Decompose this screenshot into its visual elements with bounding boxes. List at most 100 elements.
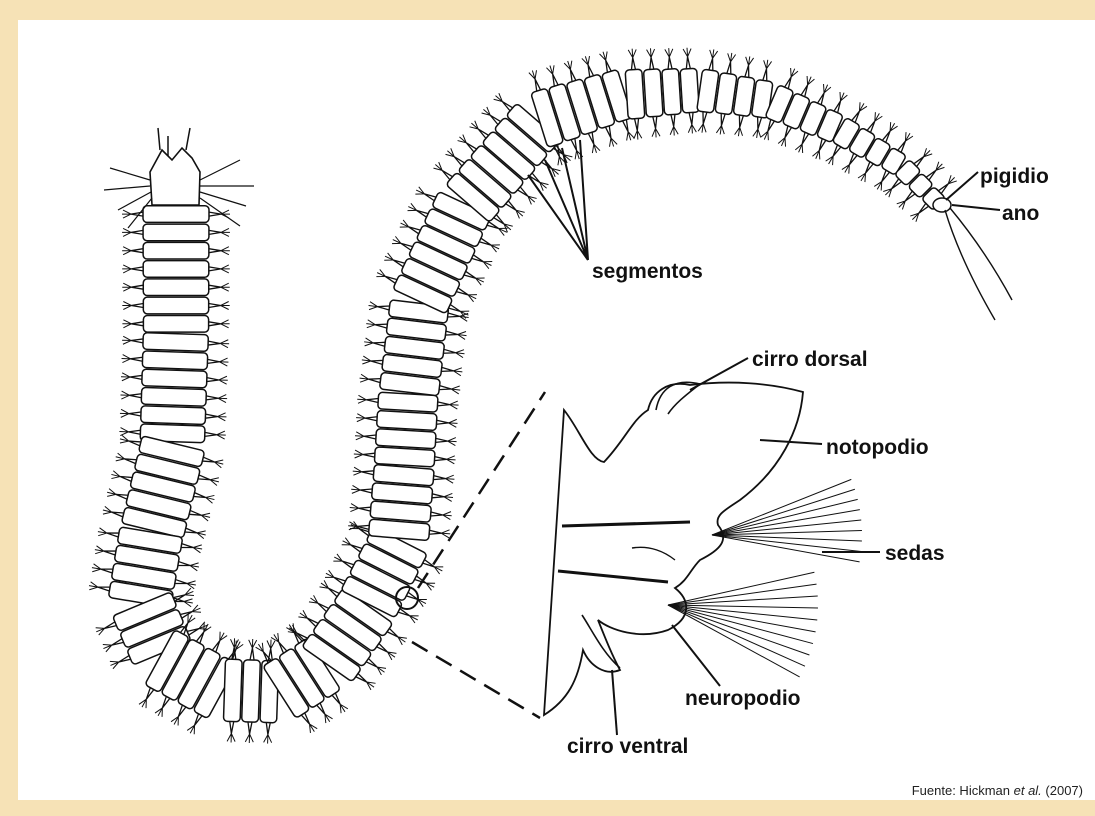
setae-tuft	[119, 428, 128, 436]
parapodium	[129, 412, 141, 416]
parapodium	[649, 57, 654, 69]
setae-tuft	[466, 291, 478, 302]
setae-tuft	[761, 130, 772, 141]
setae-tuft	[351, 485, 361, 494]
setae-tuft	[319, 580, 331, 592]
setae-tuft	[804, 75, 815, 86]
setae-tuft	[408, 612, 420, 623]
setae-tuft	[716, 125, 725, 135]
label-ano: ano	[1002, 202, 1039, 225]
setae-tuft	[322, 712, 334, 724]
parapodium	[206, 396, 218, 400]
parapodium	[443, 349, 455, 354]
parapodium	[131, 212, 143, 216]
parapodium	[363, 452, 375, 457]
setae-tuft	[115, 453, 126, 463]
setae-tuft	[196, 529, 207, 539]
worm-segment	[121, 368, 228, 388]
worm-segment	[357, 391, 459, 413]
setae-tuft	[670, 126, 679, 135]
source-credit: Fuente: Hickman et al. (2007)	[912, 783, 1083, 798]
worm-segment	[120, 405, 227, 425]
setae-tuft	[375, 664, 387, 676]
setae-tuft	[106, 488, 117, 498]
parapodium	[175, 580, 187, 586]
worm-tail	[933, 198, 1012, 320]
parapodium	[631, 58, 636, 70]
setae-tuft	[102, 641, 113, 652]
parapodium	[436, 420, 448, 425]
setae-tuft	[214, 458, 225, 468]
setae-tuft	[217, 413, 226, 421]
parapodium	[801, 84, 809, 97]
worm-segment	[355, 427, 458, 449]
setae-tuft	[424, 580, 436, 591]
parapodium	[429, 530, 441, 535]
parapodium	[448, 313, 460, 318]
setae-tuft	[352, 467, 362, 476]
worm-segment	[351, 481, 454, 506]
parapodium	[131, 285, 143, 289]
setae-tuft	[183, 598, 193, 607]
worm-segment	[356, 409, 458, 431]
setae-tuft	[298, 610, 310, 622]
setae-tuft	[348, 522, 358, 531]
worm-segment	[122, 224, 230, 241]
parapodium	[209, 212, 221, 216]
parapodium	[181, 544, 193, 550]
parapodium	[209, 285, 221, 289]
setae-tuft	[414, 186, 426, 197]
setae-tuft	[355, 432, 364, 441]
segment-body	[143, 261, 209, 278]
worm-segment	[122, 297, 229, 314]
setae-tuft	[219, 376, 228, 384]
setae-tuft	[871, 111, 882, 123]
parapodium	[131, 339, 143, 343]
segment-body	[242, 660, 261, 723]
setae-tuft	[451, 385, 461, 394]
parapodium	[118, 656, 131, 664]
segment-body	[374, 447, 435, 467]
setae-tuft	[119, 435, 130, 445]
setae-tuft	[193, 544, 203, 553]
parapodium	[100, 567, 112, 573]
parapodium	[104, 622, 117, 630]
setae-tuft	[607, 137, 617, 148]
setae-tuft	[564, 60, 574, 71]
parapodium	[202, 457, 215, 464]
parapodium	[266, 722, 270, 734]
parapodium	[178, 562, 190, 568]
credit-suffix: (2007)	[1042, 783, 1083, 798]
segment-body	[143, 297, 208, 314]
parapodium	[129, 393, 141, 397]
parapodium	[441, 367, 453, 372]
setae-tuft	[94, 546, 104, 555]
setae-tuft	[688, 124, 697, 133]
setae-tuft	[354, 450, 363, 459]
setae-tuft	[385, 649, 397, 661]
worm-segment	[121, 350, 228, 370]
parapodium	[766, 119, 774, 132]
parapodium-outline	[544, 383, 803, 715]
setae-tuft	[795, 143, 806, 154]
setae-tuft	[221, 228, 230, 236]
segment-body	[143, 279, 208, 296]
credit-prefix: Fuente: Hickman	[912, 783, 1014, 798]
setae-tuft	[482, 258, 494, 269]
setae-tuft	[109, 658, 120, 669]
setae-tuft	[698, 123, 707, 133]
worm-segment	[349, 499, 452, 524]
setae-tuft	[449, 401, 458, 410]
parapodium	[439, 386, 451, 391]
parapodium	[375, 323, 387, 328]
setae-tuft	[361, 356, 371, 365]
setae-tuft	[391, 236, 403, 247]
setae-tuft	[546, 64, 556, 75]
label-sedas: sedas	[885, 542, 945, 565]
parapodium	[586, 64, 593, 77]
segment-body	[142, 369, 207, 388]
worm-segment	[259, 639, 279, 743]
setae-tuft	[122, 320, 131, 328]
setae-tuft	[474, 275, 486, 286]
setae-tuft	[91, 564, 101, 573]
